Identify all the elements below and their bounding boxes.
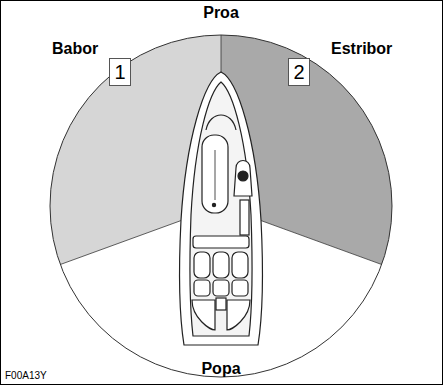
callout-box: 1	[109, 58, 131, 86]
callout-box: 2	[288, 58, 310, 86]
callout-number: 1	[114, 62, 125, 82]
figure-code: F00A13Y	[5, 370, 47, 381]
side-label: Estribor	[331, 40, 392, 58]
callout-number: 2	[293, 62, 304, 82]
side-label: Babor	[52, 40, 98, 58]
direction-label: Proa	[203, 4, 239, 22]
direction-label: Popa	[201, 360, 240, 378]
